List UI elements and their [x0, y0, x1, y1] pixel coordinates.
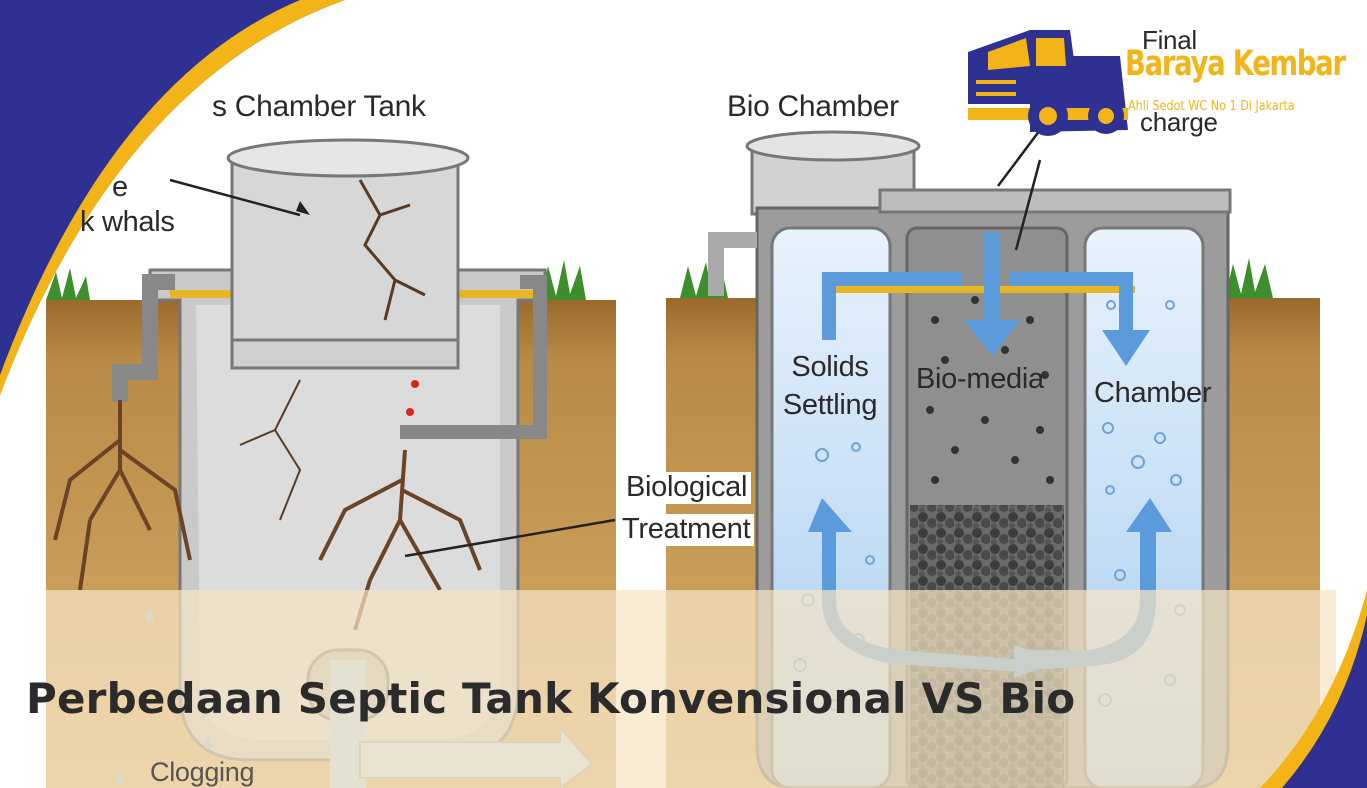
outlet-pipe: [400, 275, 547, 439]
inner-cylinder: [230, 158, 460, 352]
left-callout-line-1: e: [112, 171, 128, 203]
roots-center: [318, 449, 482, 631]
frame-corner-bottomright: [1270, 610, 1367, 788]
chamber-settling-label-1: Solids: [791, 351, 869, 383]
grass-left-2: [540, 260, 586, 300]
cylinder-lid: [226, 138, 470, 178]
crack-1: [358, 179, 426, 321]
grass-right-2: [1225, 258, 1273, 298]
arrow-down-center: [964, 232, 1020, 356]
headline-band: [46, 590, 1336, 788]
brand-name: Baraya Kembar: [1125, 44, 1346, 84]
arrow-flow-top: [822, 272, 962, 340]
clogging-label: Clogging: [150, 757, 255, 787]
right-diagram-title: Bio Chamber: [727, 90, 899, 123]
headline: Perbedaan Septic Tank Konvensional VS Bi…: [26, 674, 1076, 723]
chamber-final-label: Chamber: [1094, 377, 1212, 409]
left-diagram-title: s Chamber Tank: [212, 90, 426, 123]
cylinder-band: [230, 338, 460, 370]
treatment-label-line-2: Treatment: [618, 513, 755, 546]
final-discharge-line-1: Final: [1142, 25, 1197, 55]
arrow-up-left: [808, 498, 1026, 672]
final-discharge-line-2: charge: [1140, 107, 1218, 137]
treatment-label-line-1: Biological: [622, 471, 752, 504]
crack-2: [239, 379, 302, 521]
inlet-pipe: [112, 274, 175, 402]
grass-left-1: [46, 268, 90, 300]
roots-left: [53, 400, 192, 591]
chamber-settling-label-2: Settling: [782, 389, 878, 421]
arrow-to-final: [1010, 272, 1150, 366]
truck-icon: [968, 30, 1128, 136]
yellow-seal-right: [830, 286, 1135, 293]
brand-tagline: Ahli Sedot WC No 1 Di Jakarta: [1128, 99, 1295, 114]
frame-corner-topleft: [0, 0, 345, 395]
chamber-biomedia-label: Bio-media: [916, 363, 1044, 395]
left-callout-line-2: k whals: [80, 206, 175, 238]
inlet-pipe-right: [708, 232, 757, 296]
